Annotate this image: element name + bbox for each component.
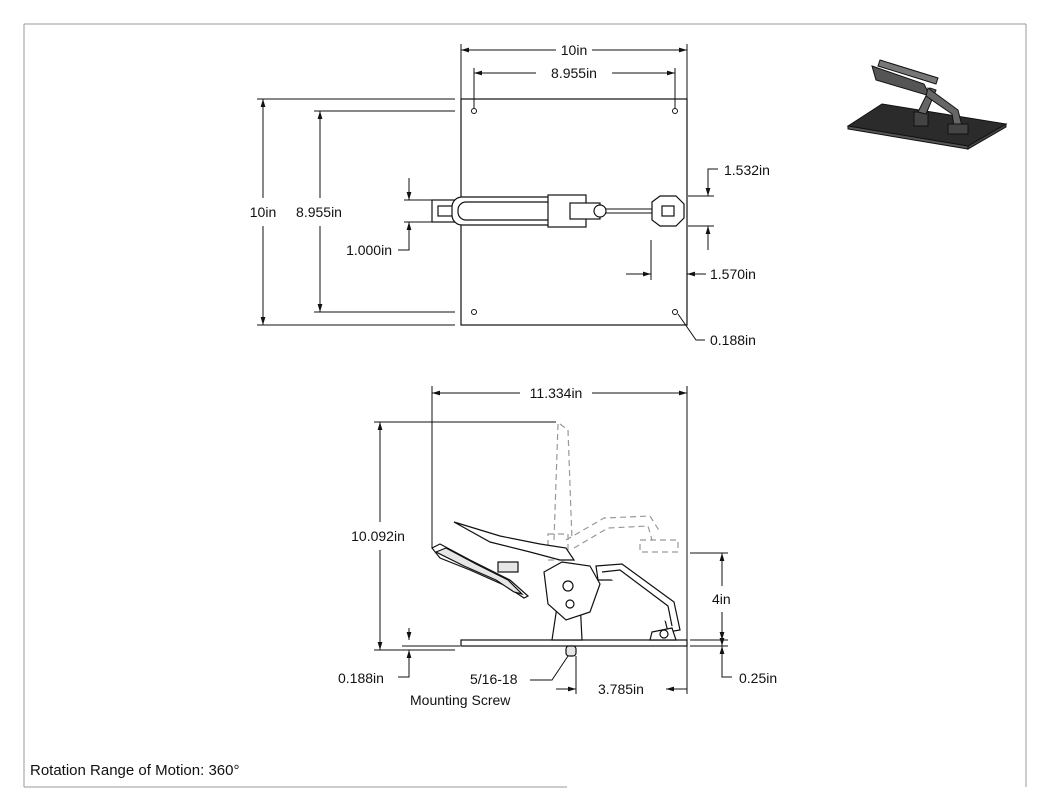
clamp-ghost-position <box>547 423 679 561</box>
mount-hole <box>471 309 477 315</box>
label-screw-thread: 5/16-18 <box>470 671 518 687</box>
base-plate-side <box>460 639 688 647</box>
label-pad-height: 0.25in <box>739 670 777 686</box>
dim-top-height-outer <box>257 98 455 326</box>
dim-mounting-screw <box>530 655 569 681</box>
clamp-side-view <box>431 521 681 641</box>
mount-hole <box>672 108 678 114</box>
label-height-holes: 8.955in <box>296 204 342 220</box>
dim-bar-width <box>398 178 440 251</box>
dim-top-width-holes <box>473 68 676 108</box>
mount-hole <box>471 108 477 114</box>
dim-hole-dia <box>677 313 705 341</box>
dim-plate-thickness <box>398 628 460 678</box>
sheet-border <box>23 23 1027 788</box>
label-arm-offset: 1.532in <box>724 162 770 178</box>
label-width-holes: 8.955in <box>551 65 597 81</box>
dim-side-height <box>374 421 556 651</box>
clamp-top-view <box>431 194 685 228</box>
label-side-height: 10.092in <box>351 528 405 544</box>
label-tip-offset: 1.570in <box>710 266 756 282</box>
side-view: 11.334in 10.092in 4in 0.188in <box>338 385 777 708</box>
isometric-preview <box>846 59 1008 150</box>
dim-top-width-outer <box>460 44 688 99</box>
label-bar-width: 1.000in <box>346 242 392 258</box>
dim-arm-offset <box>688 168 718 250</box>
dim-top-height-holes <box>314 110 455 313</box>
dim-tip-offset <box>626 240 706 280</box>
label-side-length: 11.334in <box>530 385 583 401</box>
dim-side-length <box>431 386 688 640</box>
label-screw-name: Mounting Screw <box>410 692 511 708</box>
rotation-caption: Rotation Range of Motion: 360° <box>30 762 240 779</box>
top-view: 10in 8.955in 10in 8.955in <box>250 42 770 348</box>
label-height-outer: 10in <box>250 204 276 220</box>
label-clamp-height: 4in <box>712 591 731 607</box>
label-screw-to-edge: 3.785in <box>598 681 644 697</box>
dim-pad-height <box>690 630 732 678</box>
label-width-outer: 10in <box>561 42 587 58</box>
dim-screw-to-edge <box>556 646 688 694</box>
label-hole-dia: 0.188in <box>710 332 756 348</box>
mounting-screw <box>565 645 577 657</box>
label-plate-thickness: 0.188in <box>338 670 384 686</box>
mount-hole <box>672 309 678 315</box>
